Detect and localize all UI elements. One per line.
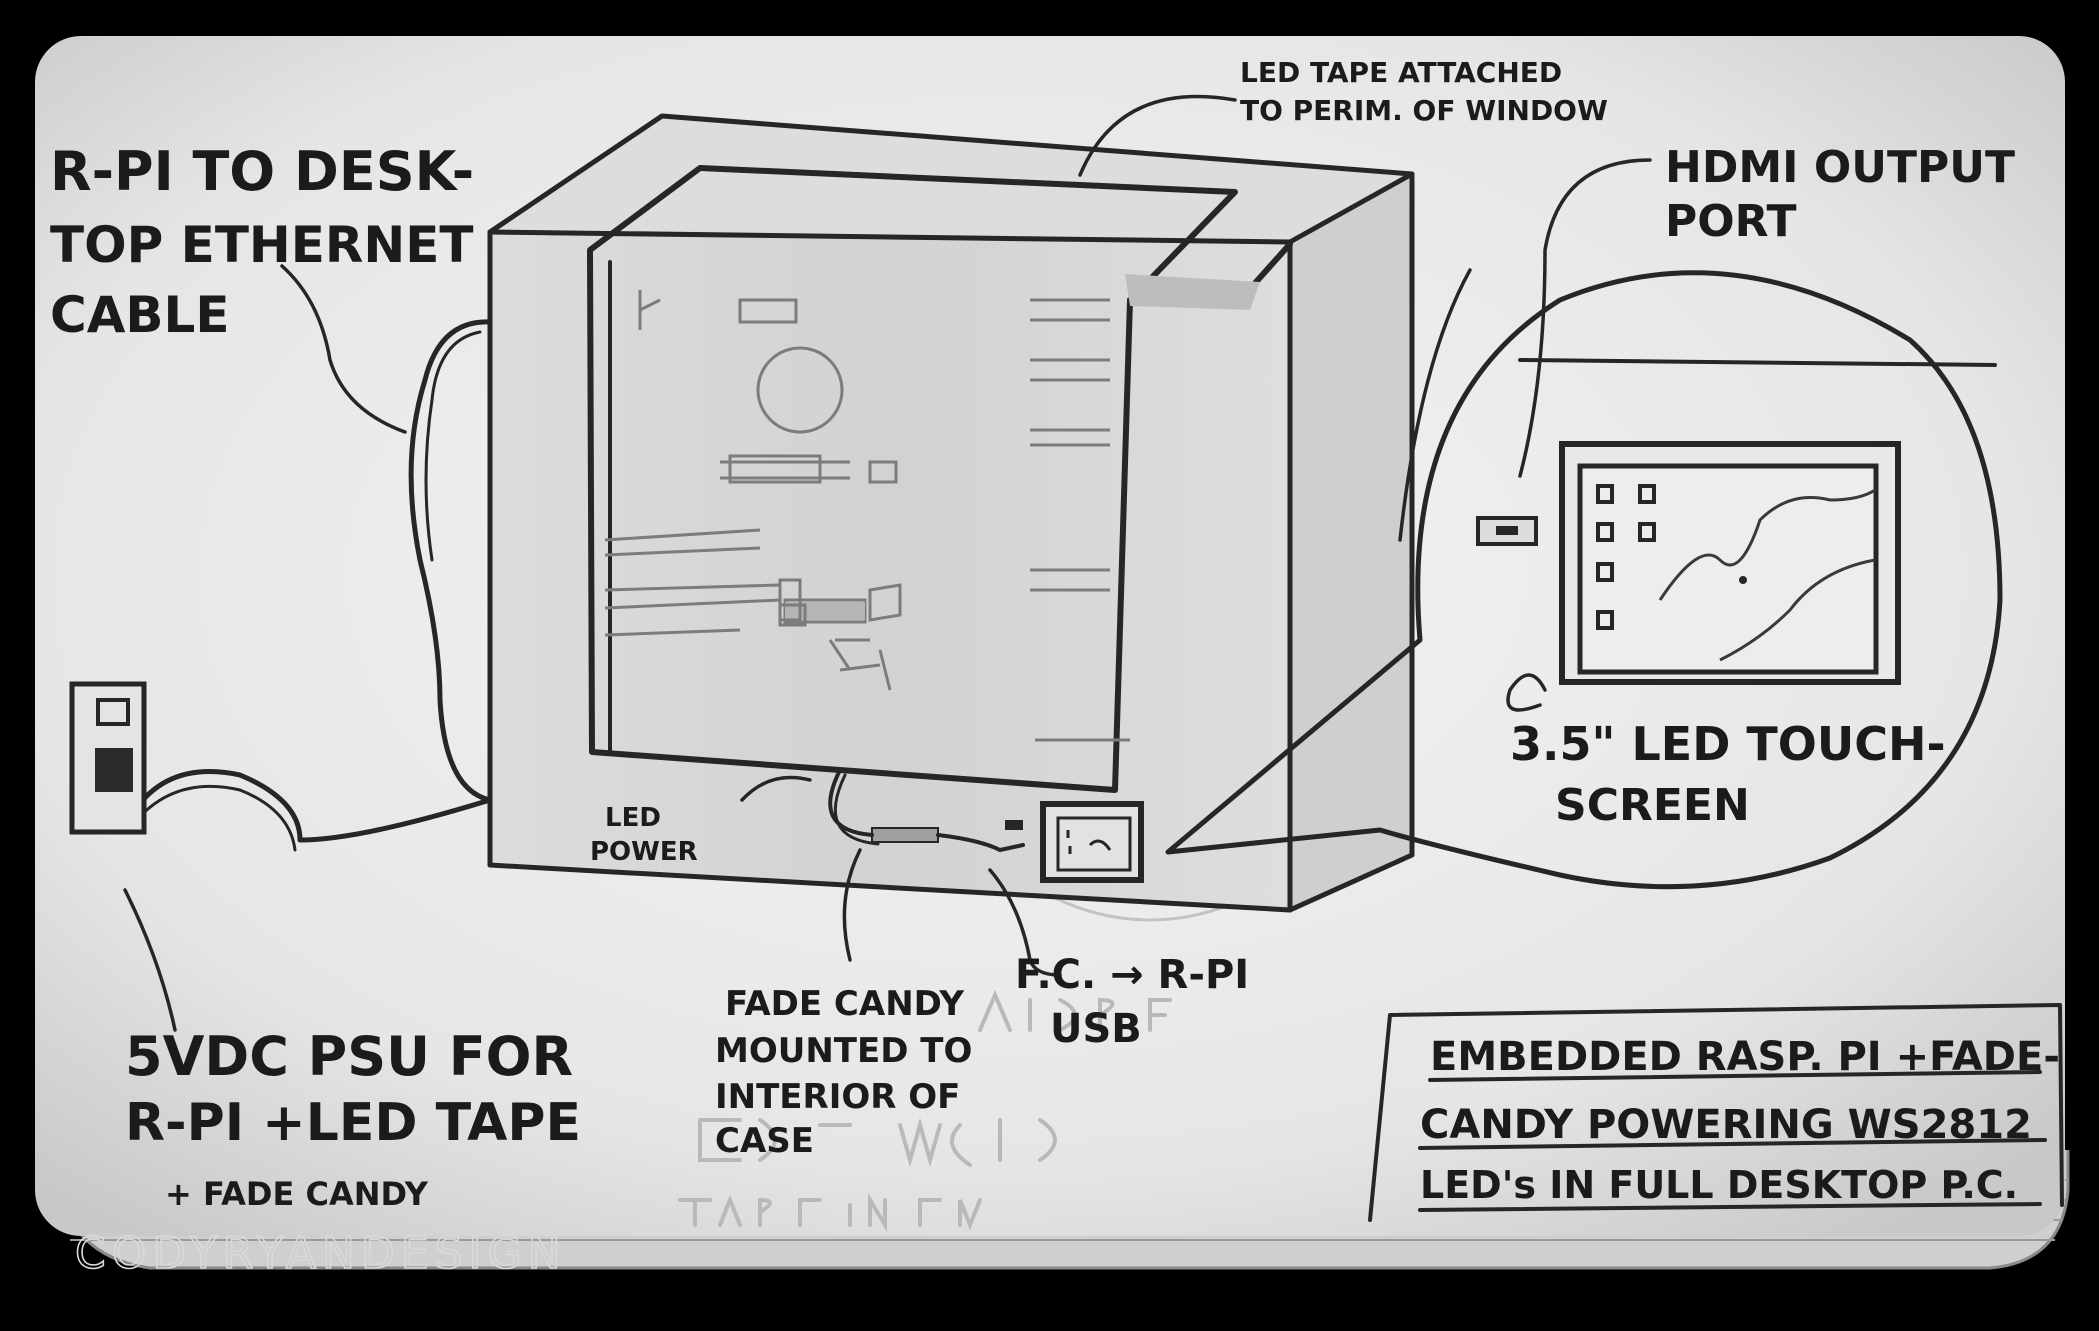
label-touchscreen: 3.5" LED TOUCH- SCREEN [1510, 717, 1946, 831]
zoom-callout [1165, 270, 2003, 890]
label-led-tape-line-1: LED TAPE ATTACHED [1240, 56, 1562, 89]
label-fadecandy-mount: FADE CANDY MOUNTED TO INTERIOR OF CASE [715, 984, 972, 1161]
label-ethernet-line-3: CABLE [50, 286, 230, 344]
label-fc-usb: F.C. → R-PI USB [1015, 952, 1249, 1052]
label-touchscreen-line-1: 3.5" LED TOUCH- [1510, 717, 1946, 771]
label-fadecandy-line-4: CASE [715, 1121, 814, 1161]
watermark-text: CODYRYANDESIGN [75, 1228, 567, 1279]
title-box [1368, 1003, 2064, 1222]
wall-outlet [69, 681, 147, 835]
label-fc-usb-line-1: F.C. → R-PI [1015, 952, 1249, 998]
cables [132, 319, 493, 852]
title-line-3: LED's IN FULL DESKTOP P.C. [1420, 1163, 2018, 1207]
label-fc-usb-line-2: USB [1050, 1006, 1142, 1052]
label-led-tape-line-2: TO PERIM. OF WINDOW [1240, 94, 1608, 127]
pc-case [487, 113, 1415, 922]
label-fadecandy-line-1: FADE CANDY [725, 984, 964, 1024]
label-psu-line-2: R-PI +LED TAPE [125, 1093, 581, 1153]
label-psu-line-3: + FADE CANDY [165, 1175, 429, 1213]
label-hdmi-line-1: HDMI OUTPUT [1665, 142, 2015, 193]
label-led-power-line-1: LED [605, 803, 661, 833]
label-hdmi: HDMI OUTPUT PORT [1665, 142, 2015, 247]
label-touchscreen-line-2: SCREEN [1555, 780, 1750, 831]
label-fadecandy-line-3: INTERIOR OF [715, 1077, 960, 1117]
label-led-power: LED POWER [590, 803, 698, 867]
label-ethernet: R-PI TO DESK- TOP ETHERNET CABLE [50, 140, 474, 344]
label-led-power-line-2: POWER [590, 837, 698, 867]
label-ethernet-line-1: R-PI TO DESK- [50, 140, 474, 203]
title-line-1: EMBEDDED RASP. PI +FADE- [1430, 1034, 2060, 1080]
label-fadecandy-line-2: MOUNTED TO [715, 1031, 972, 1071]
leader-lines [123, 94, 1652, 1032]
label-psu-line-1: 5VDC PSU FOR [125, 1025, 573, 1088]
label-hdmi-line-2: PORT [1665, 196, 1797, 247]
title-line-2: CANDY POWERING WS2812 [1420, 1102, 2032, 1148]
label-psu: 5VDC PSU FOR R-PI +LED TAPE + FADE CANDY [125, 1025, 581, 1213]
ghost-text [678, 989, 1172, 1233]
label-led-tape: LED TAPE ATTACHED TO PERIM. OF WINDOW [1240, 56, 1608, 127]
title-box-text: EMBEDDED RASP. PI +FADE- CANDY POWERING … [1420, 1034, 2060, 1207]
label-ethernet-line-2: TOP ETHERNET [50, 216, 474, 274]
